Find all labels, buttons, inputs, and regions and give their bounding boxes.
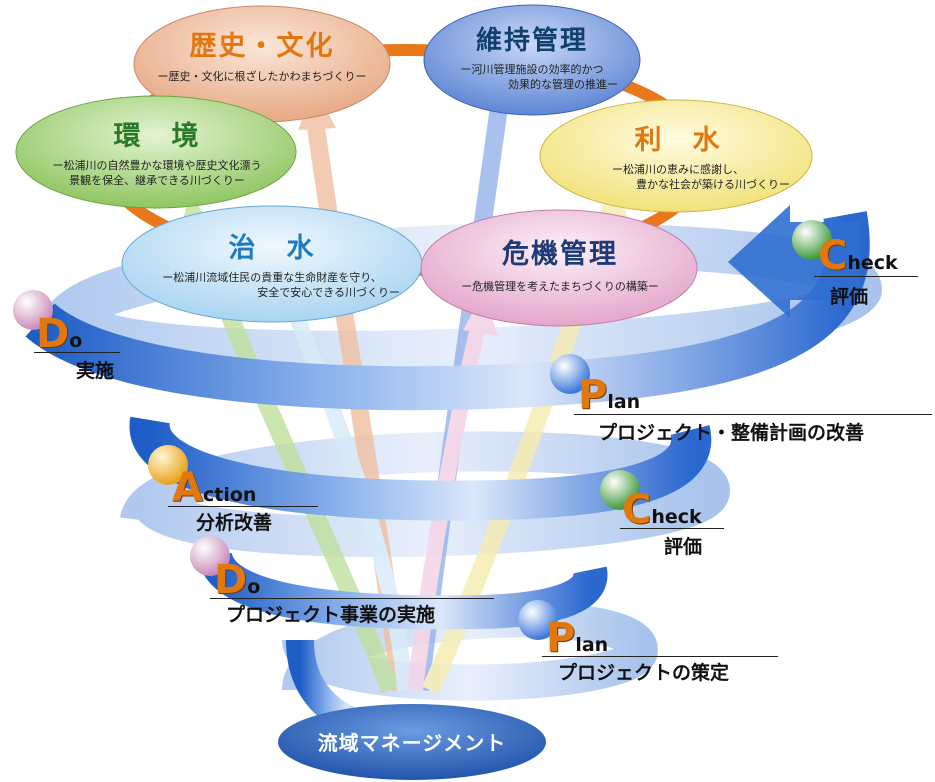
pdca-do-top-rest: o	[69, 330, 83, 352]
ball-do-top	[13, 290, 53, 330]
element-rekishi: 歴史・文化 ー歴史・文化に根ざしたかわまちづくりー	[134, 24, 390, 84]
element-iji: 維持管理 ー河川管理施設の効率的かつ 効果的な管理の推進ー	[424, 20, 640, 92]
pdca-action-underline	[168, 506, 318, 507]
element-kankyo-title: 環 境	[113, 121, 201, 152]
element-chisui-title: 治 水	[228, 233, 316, 264]
ellipse-iji	[423, 4, 641, 116]
pdca-check-low-letter: C	[622, 487, 652, 533]
element-kiki: 危機管理 ー危機管理を考えたまちづくりの構築ー	[422, 232, 698, 294]
pdca-action-letter: A	[172, 465, 203, 511]
pdca-plan-top-underline	[574, 414, 932, 415]
element-iji-title: 維持管理	[475, 26, 588, 56]
pdca-check-low-underline	[620, 528, 724, 529]
pdca-check-top-letter: C	[818, 233, 848, 279]
element-risui-title: 利 水	[634, 125, 722, 156]
pdca-plan-low-rest: lan	[575, 634, 609, 656]
pdca-action-desc: 分析改善	[196, 512, 273, 534]
element-kiki-sub: ー危機管理を考えたまちづくりの構築ー	[461, 280, 659, 293]
element-kankyo: 環 境 ー松浦川の自然豊かな環境や歴史文化漂う 景観を保全、継承できる川づくりー	[18, 114, 296, 188]
element-risui: 利 水 ー松浦川の恵みに感謝し、 豊かな社会が築ける川づくりー	[542, 118, 814, 192]
pdca-action-rest: ction	[202, 484, 257, 506]
ellipse-kiki	[420, 209, 698, 327]
pdca-check-top-rest: heck	[847, 252, 898, 274]
pdca-do-low-rest: o	[247, 576, 261, 598]
element-rekishi-sub: ー歴史・文化に根ざしたかわまちづくりー	[157, 70, 367, 83]
pdca-check-low: Check	[622, 490, 702, 530]
pdca-do-top-desc: 実施	[76, 360, 115, 382]
pdca-plan-top-letter: P	[578, 372, 608, 418]
pdca-action: Action	[172, 468, 256, 508]
ball-check-top	[792, 220, 832, 260]
element-risui-sub1: ー松浦川の恵みに感謝し、	[612, 163, 744, 176]
base-label: 流域マネージメント	[317, 731, 507, 755]
pdca-do-top-letter: D	[36, 311, 70, 357]
pdca-plan-low-letter: P	[546, 615, 576, 661]
pdca-plan-top: Plan	[578, 375, 640, 415]
element-chisui-sub1: ー松浦川流域住民の貴重な生命財産を守り、	[162, 271, 382, 284]
pdca-do-top-underline	[34, 352, 120, 353]
ball-plan-top	[550, 354, 590, 394]
element-kiki-title: 危機管理	[502, 239, 618, 270]
element-iji-sub1: ー河川管理施設の効率的かつ	[460, 63, 604, 76]
base-ellipse	[278, 704, 546, 780]
ellipse-risui	[539, 99, 813, 213]
pdca-check-top-desc: 評価	[830, 286, 869, 308]
pdca-check-low-desc: 評価	[664, 536, 703, 558]
ball-check-low	[600, 470, 640, 510]
pdca-plan-low: Plan	[546, 618, 608, 658]
pdca-plan-top-desc: プロジェクト・整備計画の改善	[598, 422, 865, 444]
pdca-check-top: Check	[818, 236, 898, 276]
element-risui-sub2: 豊かな社会が築ける川づくりー	[636, 178, 790, 191]
ellipse-kankyo	[15, 95, 297, 209]
element-kankyo-sub2: 景観を保全、継承できる川づくりー	[69, 174, 245, 187]
element-chisui-sub2: 安全で安心できる川づくりー	[257, 286, 400, 299]
pdca-do-low-letter: D	[214, 557, 248, 603]
pdca-plan-top-rest: lan	[607, 391, 641, 413]
pdca-do-low: Do	[214, 560, 260, 600]
element-rekishi-title: 歴史・文化	[189, 31, 335, 62]
pdca-do-low-desc: プロジェクト事業の実施	[226, 604, 436, 626]
element-kankyo-sub1: ー松浦川の自然豊かな環境や歴史文化漂う	[52, 159, 262, 172]
pdca-do-top: Do	[36, 314, 82, 354]
pdca-check-top-underline	[814, 276, 918, 277]
ball-action	[148, 445, 188, 485]
pdca-do-low-underline	[210, 598, 494, 599]
pdca-check-low-rest: heck	[651, 506, 702, 528]
ball-plan-low	[518, 600, 558, 640]
ball-do-low	[190, 536, 230, 576]
pdca-plan-low-desc: プロジェクトの策定	[558, 662, 730, 684]
pdca-plan-low-underline	[542, 656, 778, 657]
element-iji-sub2: 効果的な管理の推進ー	[508, 78, 618, 91]
element-chisui: 治 水 ー松浦川流域住民の貴重な生命財産を守り、 安全で安心できる川づくりー	[124, 226, 420, 300]
